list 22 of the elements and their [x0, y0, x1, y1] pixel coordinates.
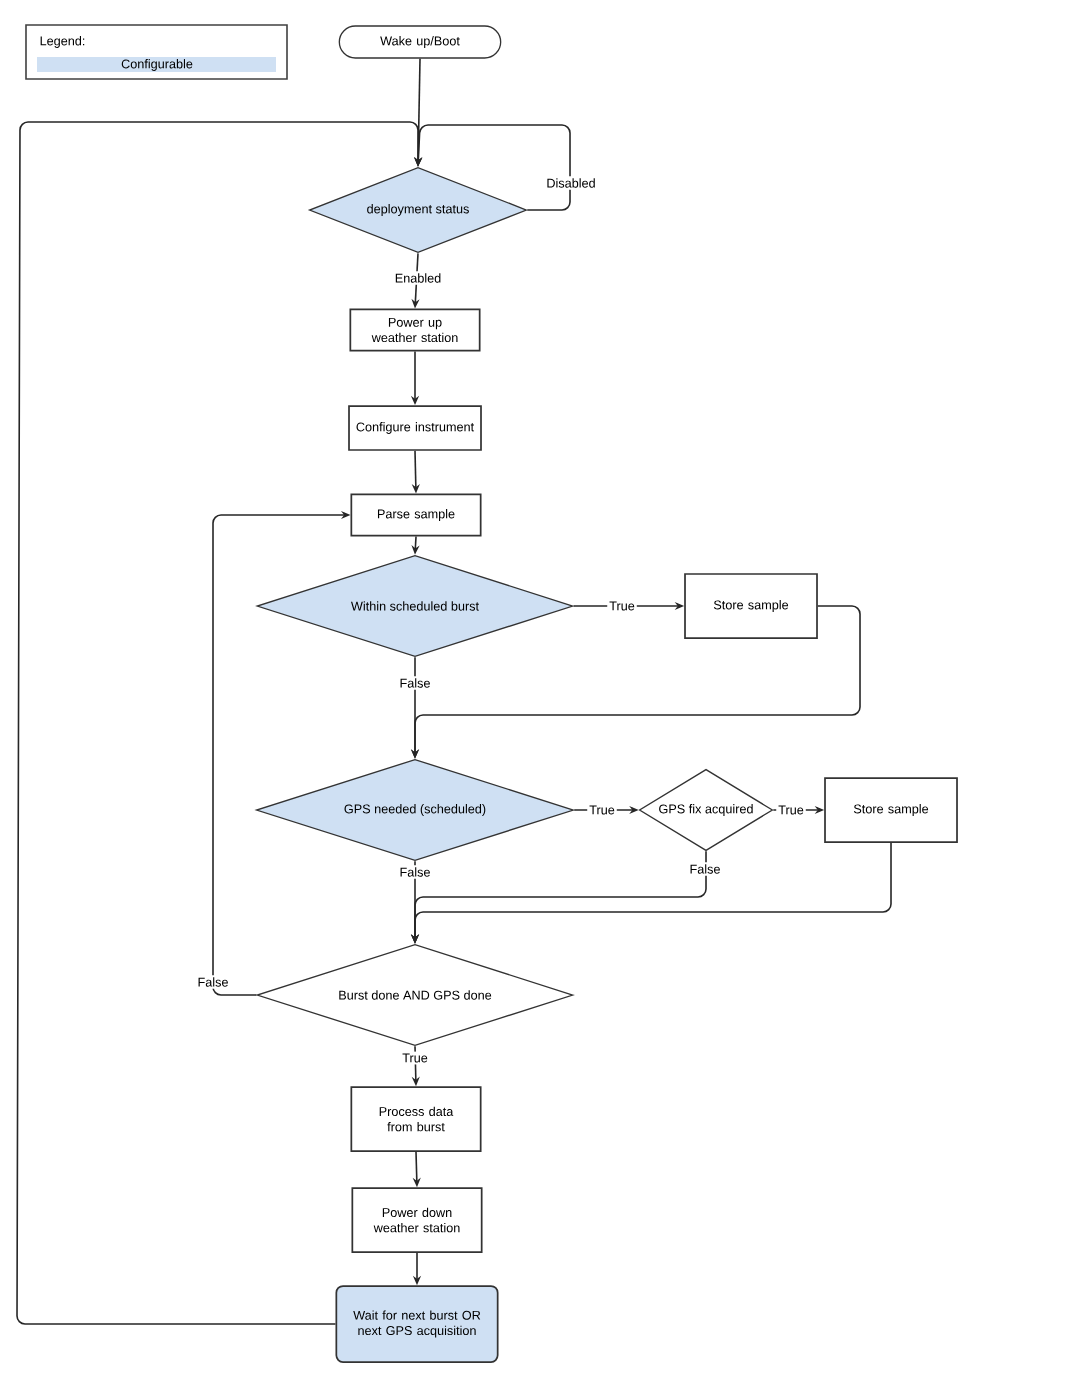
- edge-label: False: [687, 862, 723, 876]
- edge-label: True: [776, 803, 806, 817]
- process-box: Parse sample: [350, 493, 482, 537]
- process-box: Wait for next burst OR next GPS acquisition: [335, 1285, 499, 1363]
- process-box: Configure instrument: [348, 405, 482, 451]
- edge-label: False: [397, 676, 433, 690]
- edge-label: True: [400, 1051, 430, 1065]
- process-box: Power down weather station: [351, 1187, 483, 1253]
- edge-label: True: [587, 803, 617, 817]
- process-box: Process data from burst: [350, 1086, 482, 1152]
- edge-label: Disabled: [544, 176, 598, 190]
- terminal-box: Wake up/Boot: [338, 25, 502, 59]
- edge-label: False: [195, 975, 231, 989]
- edge-label: False: [397, 865, 433, 879]
- process-box: Store sample: [684, 573, 818, 639]
- edge-label: Enabled: [392, 271, 444, 285]
- legend-text: Configurable: [121, 59, 193, 71]
- legend-title: Legend:: [40, 36, 85, 48]
- arrow: [16, 121, 423, 1325]
- edge-label: True: [607, 599, 637, 613]
- process-box: Store sample: [824, 777, 958, 843]
- process-box: Power up weather station: [349, 308, 481, 352]
